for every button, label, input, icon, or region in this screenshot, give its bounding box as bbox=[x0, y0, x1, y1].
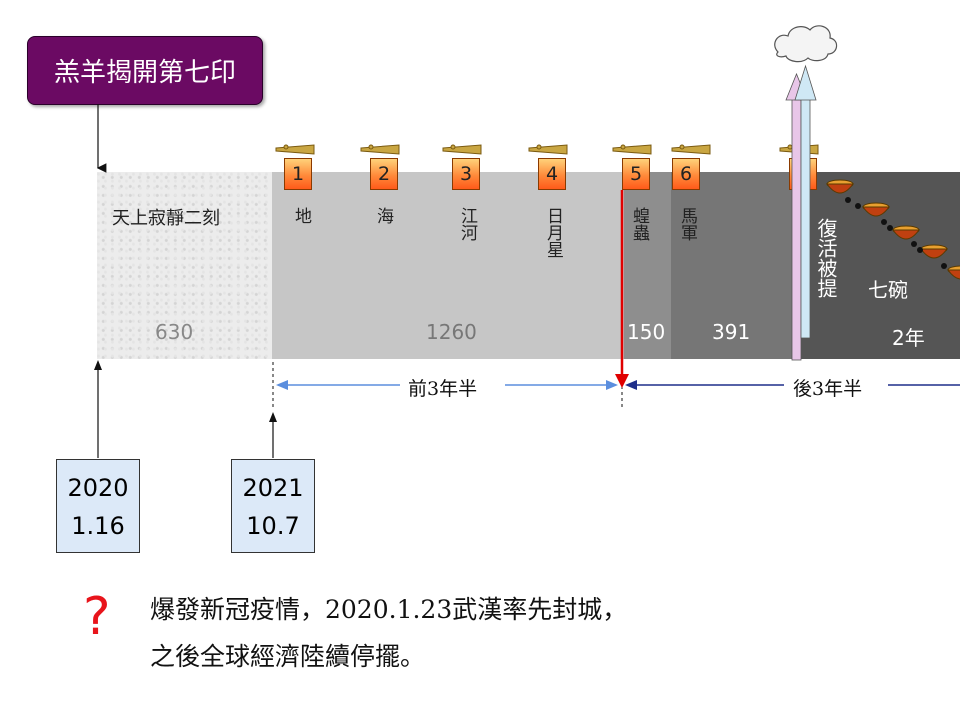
trumpet-icon bbox=[275, 144, 315, 155]
trumpet-number-2: 2 bbox=[370, 158, 398, 190]
trumpet-number-1: 1 bbox=[284, 158, 312, 190]
trumpet-label-5: 蝗蟲 bbox=[629, 207, 649, 241]
second-half-label: 後3年半 bbox=[793, 378, 863, 400]
trumpet-label-4: 日月星 bbox=[543, 207, 563, 258]
bowls-label: 七碗 bbox=[868, 278, 908, 302]
trumpet-label-6: 馬軍 bbox=[677, 207, 697, 241]
question-mark: ? bbox=[83, 587, 111, 647]
date-year: 2020 bbox=[67, 474, 129, 502]
trumpet-label-3: 江河 bbox=[457, 207, 477, 241]
silence-label: 天上寂靜二刻 bbox=[112, 208, 220, 229]
trumpet-label-1: 地 bbox=[291, 207, 311, 224]
first-half-label: 前3年半 bbox=[408, 378, 478, 400]
bowl-icon bbox=[892, 225, 920, 240]
value-391: 391 bbox=[712, 320, 751, 344]
trumpet-label-2: 海 bbox=[373, 207, 393, 224]
cloud-icon bbox=[774, 25, 838, 63]
date-day: 1.16 bbox=[71, 512, 125, 540]
segment-391 bbox=[671, 172, 793, 359]
trumpet-icon bbox=[442, 144, 482, 155]
trumpet-icon bbox=[528, 144, 568, 155]
trumpet-number-3: 3 bbox=[452, 158, 480, 190]
segment-silence bbox=[97, 172, 272, 359]
trumpet-icon bbox=[612, 144, 652, 155]
bowl-icons bbox=[826, 179, 960, 280]
date-box-2021: 2021 10.7 bbox=[231, 459, 315, 553]
date-box-2020: 2020 1.16 bbox=[56, 459, 140, 553]
note-line-1: 爆發新冠疫情，2020.1.23武漢率先封城， bbox=[150, 595, 628, 624]
trumpet-icon bbox=[360, 144, 400, 155]
note-line-2: 之後全球經濟陸續停擺。 bbox=[150, 642, 426, 671]
date-year: 2021 bbox=[242, 474, 304, 502]
value-2-years: 2年 bbox=[892, 326, 925, 350]
trumpet-number-6: 6 bbox=[672, 158, 700, 190]
bowl-icon bbox=[920, 244, 948, 259]
date-day: 10.7 bbox=[246, 512, 300, 540]
value-1260: 1260 bbox=[426, 320, 477, 344]
rapture-label: 復活被提 bbox=[814, 218, 838, 298]
bowl-icon bbox=[862, 202, 890, 217]
bowl-icon bbox=[826, 179, 854, 194]
trumpet-number-5: 5 bbox=[622, 158, 650, 190]
segment-150 bbox=[624, 172, 671, 359]
value-150: 150 bbox=[627, 320, 666, 344]
rapture-arrows bbox=[785, 64, 817, 361]
value-630: 630 bbox=[155, 320, 194, 344]
title-box: 羔羊揭開第七印 bbox=[27, 36, 263, 105]
trumpet-icon bbox=[671, 144, 711, 155]
segment-1260 bbox=[272, 172, 624, 359]
bowl-icon bbox=[947, 265, 960, 280]
trumpet-number-4: 4 bbox=[538, 158, 566, 190]
